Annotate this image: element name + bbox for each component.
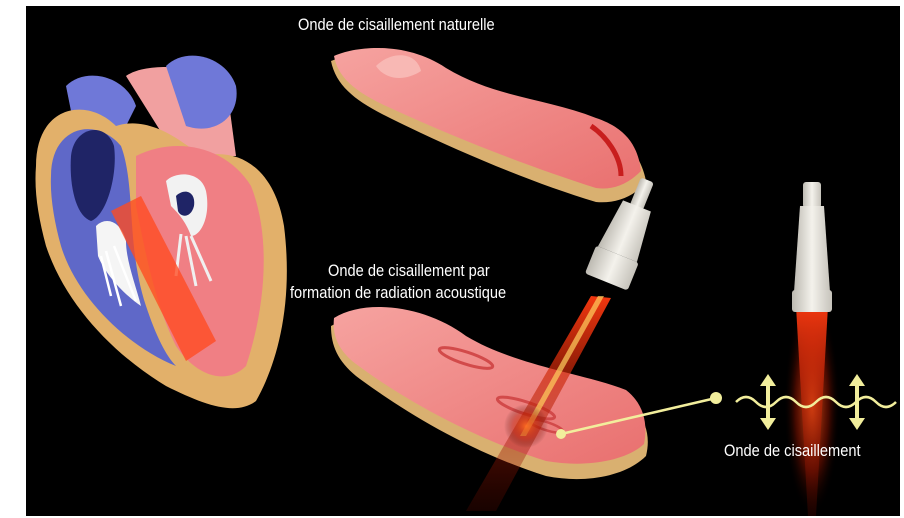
probe-vertical-body — [794, 206, 830, 292]
ultrasound-probe-vertical — [784, 182, 840, 516]
arfi-wave-label-line2: formation de radiation acoustique — [290, 282, 506, 303]
tissue-arfi-wave — [331, 307, 648, 479]
pointer-dot-start — [556, 429, 566, 439]
probe-vertical-head — [792, 290, 832, 312]
natural-wave-label: Onde de cisaillement naturelle — [298, 14, 495, 35]
tissue-natural-wave — [331, 48, 646, 202]
heart-cross-section-icon — [35, 56, 286, 409]
pointer-dot-end — [710, 392, 722, 404]
beam-focus-glow — [504, 404, 548, 448]
shear-wave-label: Onde de cisaillement — [724, 440, 861, 461]
black-panel: Onde de cisaillement naturelle Onde de c… — [26, 6, 900, 516]
arfi-wave-label-line1: Onde de cisaillement par — [328, 260, 490, 281]
probe-vertical-tip — [803, 182, 821, 208]
